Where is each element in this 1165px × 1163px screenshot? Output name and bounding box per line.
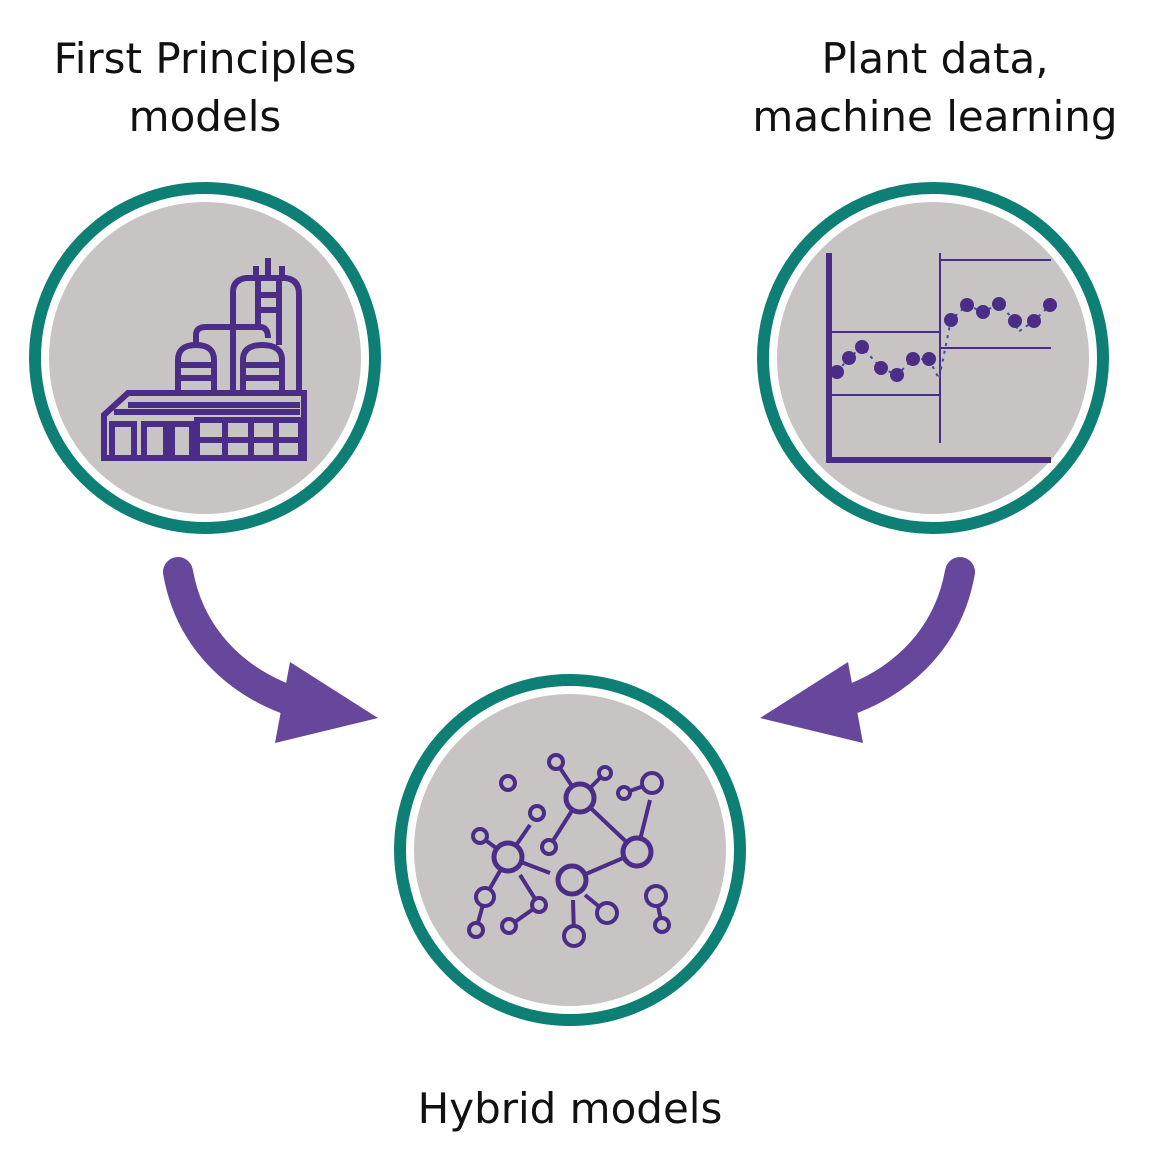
plant-data-label: Plant data, machine learning	[735, 30, 1135, 146]
factory-icon	[101, 258, 307, 461]
network-icon	[467, 753, 671, 948]
first-principles-label: First Principles models	[0, 30, 410, 146]
label-line: Plant data,	[821, 34, 1049, 83]
right-curved-arrow-icon	[760, 557, 975, 743]
left-curved-arrow-icon	[163, 557, 378, 743]
hybrid-node	[394, 674, 746, 1026]
label-line: models	[128, 92, 282, 141]
hybrid-models-label: Hybrid models	[417, 1084, 723, 1133]
control-chart-icon	[826, 253, 1057, 463]
first-principles-node	[29, 182, 381, 534]
label-line: First Principles	[53, 34, 357, 83]
label-line: machine learning	[752, 92, 1118, 141]
